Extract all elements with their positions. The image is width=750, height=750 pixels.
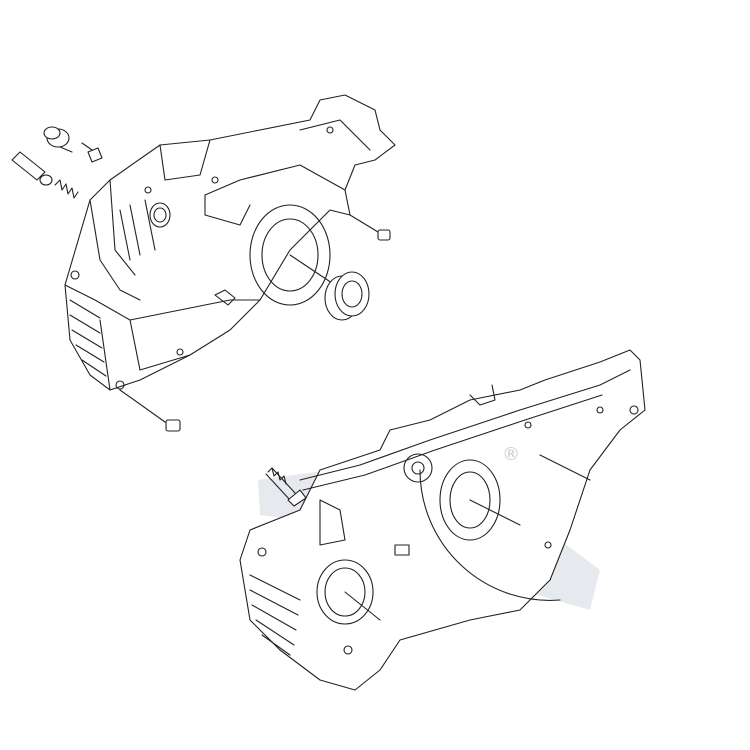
screw-part-bottom (119, 389, 181, 432)
upper-loose-parts (11, 126, 391, 432)
leader-line (539, 454, 591, 481)
upper-crankcase-half (64, 94, 396, 391)
pin-part (11, 151, 53, 186)
lower-crankcase-half (239, 349, 646, 691)
screw-part-right (349, 214, 391, 241)
spring-part (54, 179, 79, 199)
ball-bearing-part (289, 254, 370, 321)
seal-ring-part (149, 202, 171, 228)
nipple-part (81, 142, 103, 163)
bolt-part (265, 467, 307, 507)
leader-line (469, 499, 521, 526)
lower-loose-parts (265, 454, 591, 621)
leader-line (344, 591, 381, 621)
watermark-registered-mark: ® (502, 444, 520, 465)
bushing-part (43, 126, 73, 153)
